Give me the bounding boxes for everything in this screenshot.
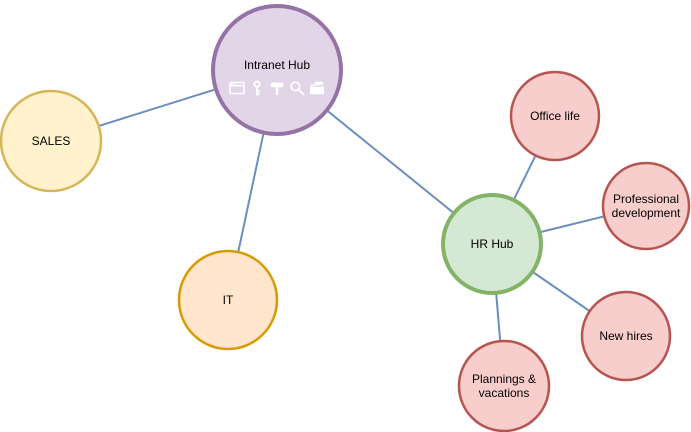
search-icon: [290, 81, 305, 96]
node-new-hires[interactable]: New hires: [580, 290, 672, 382]
node-office-life[interactable]: Office life: [509, 70, 601, 162]
node-label-new-hires: New hires: [599, 329, 652, 343]
node-circle-office-life[interactable]: [509, 70, 601, 162]
node-circle-intranet-hub[interactable]: [211, 4, 343, 136]
hammer-icon: [270, 82, 284, 95]
node-intranet-hub[interactable]: Intranet Hub: [211, 4, 343, 136]
folder-icon: [309, 81, 324, 95]
key-icon: [253, 80, 261, 96]
node-sales[interactable]: SALES: [0, 89, 103, 193]
node-label-plannings-vacations: Plannings &vacations: [472, 372, 536, 400]
node-label-it: IT: [223, 293, 234, 307]
node-circle-it[interactable]: [177, 249, 279, 351]
browser-icon: [229, 81, 245, 95]
node-circle-new-hires[interactable]: [580, 290, 672, 382]
node-label-sales: SALES: [32, 134, 71, 148]
node-it[interactable]: IT: [177, 249, 279, 351]
node-hr-hub[interactable]: HR Hub: [441, 193, 543, 295]
node-circle-plannings-vacations[interactable]: [457, 339, 551, 432]
node-label-office-life: Office life: [530, 109, 580, 123]
node-label-intranet-hub: Intranet Hub: [244, 58, 310, 72]
node-label-hr-hub: HR Hub: [471, 237, 514, 251]
node-circle-professional-development[interactable]: [601, 161, 691, 251]
node-circle-sales[interactable]: [0, 89, 103, 193]
node-plannings-vacations[interactable]: Plannings &vacations: [457, 339, 551, 432]
node-circle-hr-hub[interactable]: [441, 193, 543, 295]
